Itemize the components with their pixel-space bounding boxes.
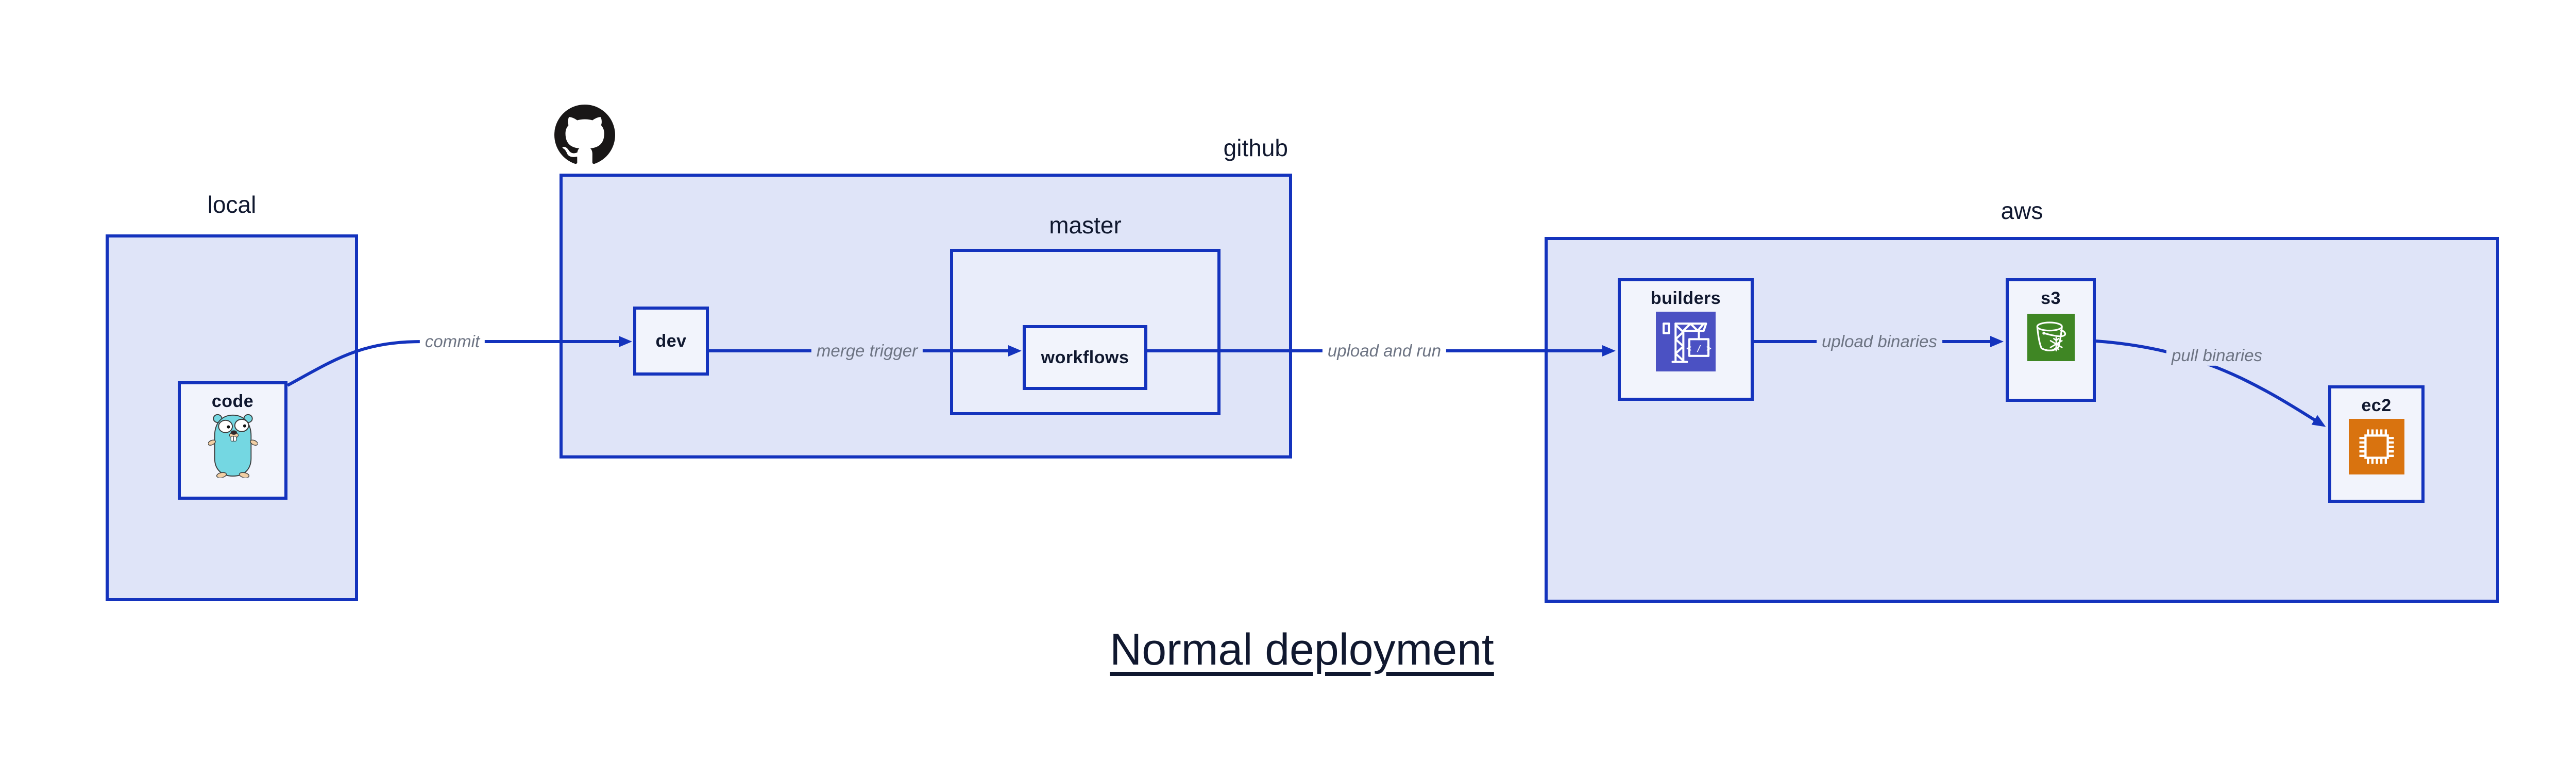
node-ec2-label: ec2 [2361, 396, 2392, 415]
node-builders-label: builders [1650, 288, 1721, 308]
edge-label-upload-binaries: upload binaries [1817, 331, 1942, 352]
aws-group-label: aws [2001, 197, 2043, 224]
github-octocat-icon [554, 105, 615, 164]
node-code-label: code [211, 392, 254, 411]
node-s3: s3 [2006, 278, 2096, 402]
edge-label-pull-binaries: pull binaries [2166, 345, 2268, 366]
node-dev-label: dev [655, 331, 687, 351]
node-s3-label: s3 [2041, 288, 2061, 308]
node-builders: builders < / > [1618, 278, 1754, 401]
diagram-title: Normal deployment [1110, 625, 1494, 674]
github-group-label: github [1223, 134, 1288, 161]
node-code: code [178, 381, 287, 500]
codebuild-code-glyph: < / > [1686, 344, 1711, 353]
master-group-label: master [1049, 212, 1122, 239]
ec2-chip-icon [2348, 419, 2404, 474]
edge-label-merge-trigger: merge trigger [811, 340, 923, 362]
node-workflows-label: workflows [1041, 347, 1129, 367]
edge-label-upload-and-run: upload and run [1322, 340, 1447, 362]
node-dev: dev [633, 307, 709, 376]
s3-bucket-snowflake-icon [2027, 314, 2075, 361]
go-gopher-icon [208, 414, 258, 478]
local-group-label: local [207, 191, 257, 218]
node-ec2: ec2 [2328, 385, 2425, 503]
edge-label-commit: commit [419, 331, 485, 352]
codebuild-crane-icon: < / > [1656, 312, 1716, 371]
node-workflows: workflows [1023, 325, 1147, 390]
